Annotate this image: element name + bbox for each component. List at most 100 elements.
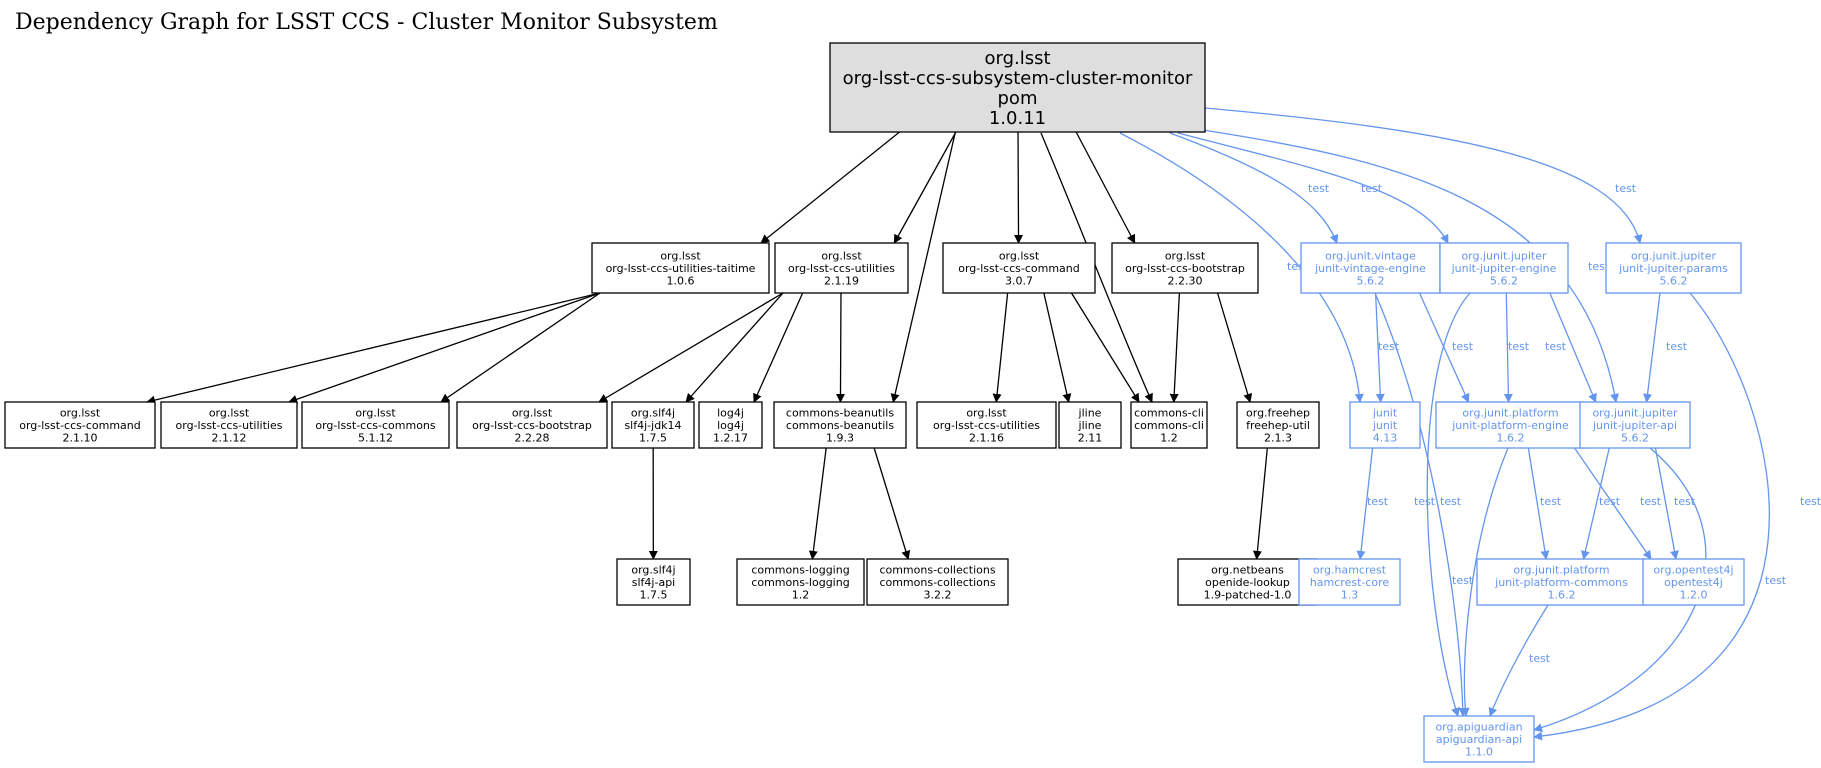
- edge-line: [685, 292, 784, 403]
- edge-line: [893, 131, 957, 244]
- edge-command307-to-jline: [1043, 292, 1072, 403]
- node-collections: commons-collectionscommons-collections3.…: [866, 558, 1009, 606]
- edge-label: test: [1452, 574, 1474, 587]
- node-box: [1435, 401, 1586, 449]
- node-label-line: hamcrest-core: [1310, 576, 1390, 589]
- node-box: [773, 401, 907, 449]
- edge-line: [1426, 292, 1471, 717]
- edge-line: [1204, 107, 1643, 244]
- node-label-line: org.lsst: [355, 406, 396, 419]
- node-openide: org.netbeansopenide-lookup1.9-patched-1.…: [1177, 558, 1318, 606]
- node-label-line: org.junit.vintage: [1325, 249, 1416, 262]
- node-box: [301, 401, 450, 449]
- edge-utilities219-to-log4j: [753, 292, 804, 403]
- edge-line: [1503, 292, 1513, 403]
- edge-jupengine-to-apiguardian: test: [1426, 292, 1471, 717]
- edge-label: test: [1540, 495, 1562, 508]
- node-label-line: 1.3: [1341, 588, 1359, 601]
- node-box: [1298, 558, 1401, 606]
- edge-label: test: [1440, 495, 1462, 508]
- node-label-line: org.apiguardian: [1435, 720, 1522, 733]
- node-label-line: 1.9-patched-1.0: [1204, 588, 1292, 601]
- edge-jupapi-to-platcommons: test: [1580, 447, 1621, 560]
- node-label-line: org.opentest4j: [1653, 563, 1733, 576]
- edge-jupapi-to-opentest4j: test: [1654, 447, 1696, 560]
- edge-platengine-to-platcommons: test: [1527, 447, 1562, 560]
- edge-line: [1119, 132, 1364, 403]
- node-label-line: commons-collections: [879, 576, 995, 589]
- node-label-line: slf4j-jdk14: [624, 419, 681, 432]
- node-label-line: 2.2.28: [515, 431, 550, 444]
- edge-line: [1549, 292, 1597, 403]
- edge-label: test: [1615, 182, 1637, 195]
- node-label-line: 1.6.2: [1497, 431, 1525, 444]
- edge-line: [1169, 132, 1339, 244]
- node-label-line: org.junit.platform: [1462, 406, 1558, 419]
- edge-label: test: [1308, 182, 1330, 195]
- node-box: [591, 242, 770, 294]
- edge-root-to-jupapi: test: [1189, 127, 1620, 403]
- node-jupengine: org.junit.jupiterjunit-jupiter-engine5.6…: [1439, 242, 1569, 294]
- edge-beanutils-to-logging: [808, 447, 827, 560]
- node-label-line: org.lsst: [984, 48, 1050, 69]
- edge-label: test: [1529, 652, 1551, 665]
- node-label-line: org.hamcrest: [1313, 563, 1387, 576]
- node-label-line: org.netbeans: [1211, 563, 1284, 576]
- edge-line: [753, 292, 804, 403]
- node-label-line: 1.2: [1160, 431, 1178, 444]
- edge-line: [1189, 127, 1620, 403]
- node-box: [1642, 558, 1745, 606]
- edge-command307-to-utilities2116: [992, 292, 1009, 403]
- node-label-line: org-lsst-ccs-utilities: [788, 262, 895, 275]
- node-label-line: commons-beanutils: [786, 406, 894, 419]
- node-box: [456, 401, 608, 449]
- edge-taitime-to-command2110: [146, 292, 601, 405]
- edge-line: [760, 131, 900, 244]
- node-label-line: freehep-util: [1246, 419, 1310, 432]
- node-label-line: commons-logging: [751, 576, 849, 589]
- node-box: [1605, 242, 1742, 294]
- edge-utilities219-to-bootstrap2228: [598, 292, 784, 403]
- edge-bootstrap2230-to-commonscli: [1169, 292, 1181, 403]
- edge-label: test: [1666, 340, 1688, 353]
- edge-line: [1374, 292, 1385, 403]
- node-jupparams: org.junit.jupiterjunit-jupiter-params5.6…: [1605, 242, 1742, 294]
- edges-layer: test test test test test test test test test test…: [146, 107, 1821, 741]
- node-label-line: commons-beanutils: [786, 419, 894, 432]
- node-label-line: 1.7.5: [639, 431, 667, 444]
- edge-root-to-command307: [1014, 131, 1024, 244]
- edge-label: test: [1378, 340, 1400, 353]
- node-label-line: org.junit.jupiter: [1592, 406, 1678, 419]
- edge-root-to-vintage: test: [1169, 132, 1339, 244]
- edge-line: [1216, 292, 1253, 403]
- node-label-line: org.slf4j: [631, 563, 675, 576]
- edge-platcommons-to-apiguardian: test: [1488, 604, 1551, 717]
- edge-taitime-to-commons5112: [440, 292, 601, 403]
- edge-label: test: [1367, 495, 1389, 508]
- node-label-line: 2.1.16: [969, 431, 1004, 444]
- edge-label: test: [1800, 495, 1821, 508]
- edge-line: [1418, 292, 1470, 403]
- node-label-line: 3.0.7: [1005, 274, 1033, 287]
- edge-label: test: [1414, 495, 1436, 508]
- edge-platengine-to-apiguardian: test: [1452, 447, 1509, 717]
- node-label-line: org.junit.jupiter: [1631, 249, 1717, 262]
- edge-line: [1043, 292, 1072, 403]
- edge-line: [808, 447, 827, 560]
- nodes-layer: org.lsstorg-lsst-ccs-subsystem-cluster-m…: [4, 42, 1745, 763]
- node-label-line: junit-jupiter-params: [1618, 262, 1728, 275]
- node-label-line: org.lsst: [209, 406, 250, 419]
- node-platcommons: org.junit.platformjunit-platform-commons…: [1476, 558, 1647, 606]
- edge-label: test: [1588, 260, 1610, 273]
- node-box: [829, 42, 1206, 133]
- edge-line: [1460, 447, 1509, 717]
- node-box: [698, 401, 763, 449]
